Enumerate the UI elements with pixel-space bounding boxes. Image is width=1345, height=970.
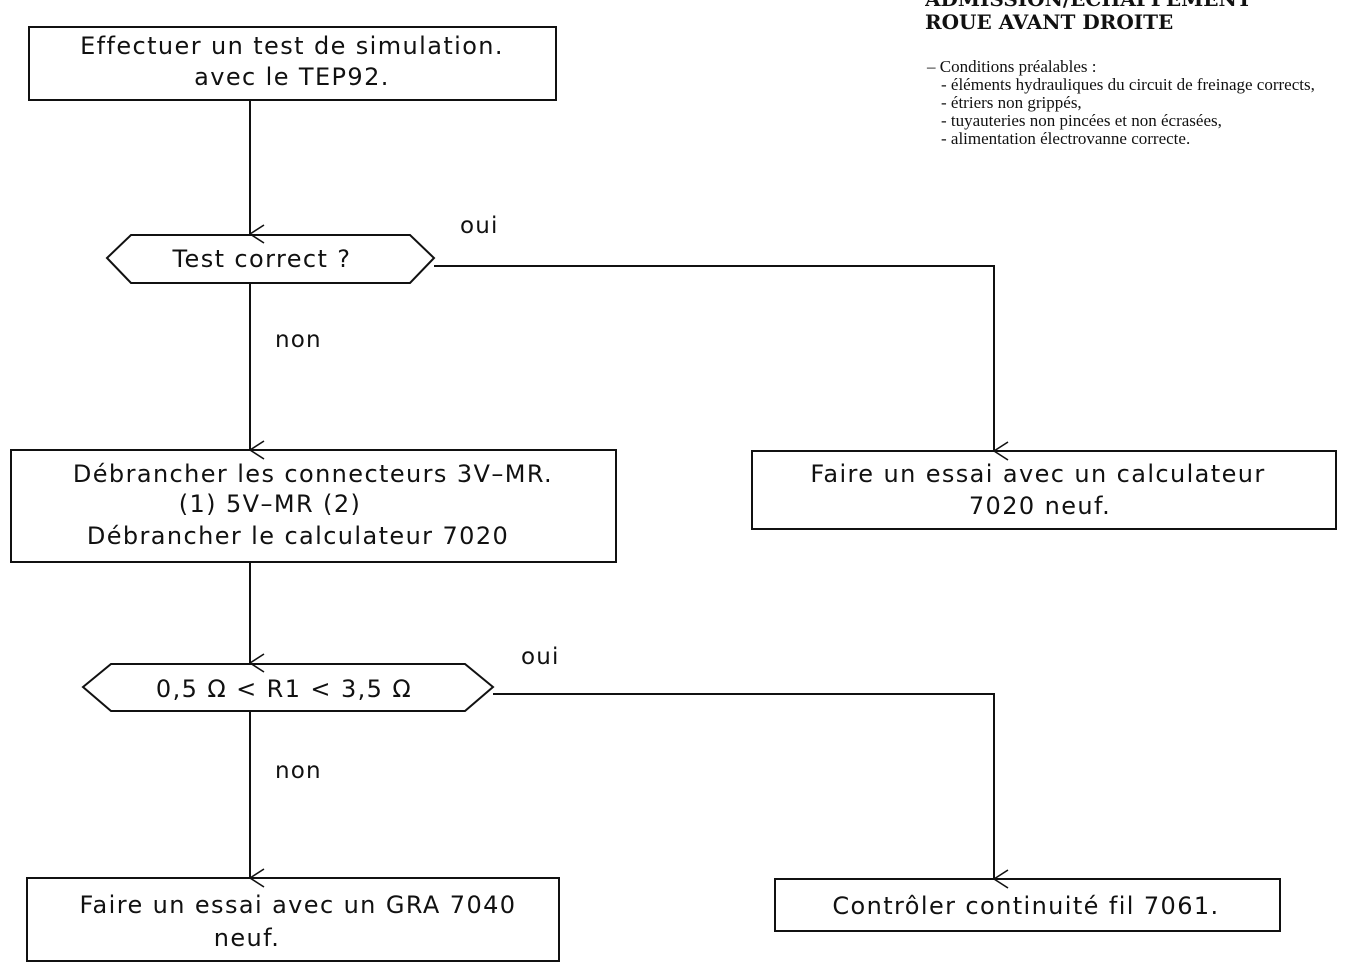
decision-1-text: Test correct ?	[172, 245, 352, 273]
decision-1-no-label: non	[275, 327, 322, 353]
decision-2-no-label: non	[275, 758, 322, 784]
new-gra-box-line1: Faire un essai avec un GRA 7040	[80, 891, 517, 919]
start-box-line2: avec le TEP92.	[194, 63, 390, 91]
new-ecu-box-line1: Faire un essai avec un calculateur	[810, 460, 1265, 488]
decision-2-yes-label: oui	[521, 644, 560, 670]
precondition-item: - éléments hydrauliques du circuit de fr…	[941, 75, 1315, 94]
precondition-item: - tuyauteries non pincées et non écrasée…	[941, 111, 1222, 130]
decision-1: Test correct ?	[105, 234, 436, 284]
decision-2-text: 0,5 Ω < R1 < 3,5 Ω	[156, 675, 412, 703]
new-gra-box-line2: neuf.	[214, 924, 281, 952]
continuity-box: Contrôler continuité fil 7061.	[774, 878, 1281, 932]
start-box-line1: Effectuer un test de simulation.	[80, 32, 504, 60]
precondition-item: - alimentation électrovanne correcte.	[941, 129, 1191, 148]
precondition-item: - étriers non grippés,	[941, 93, 1082, 112]
disconnect-box: Débrancher les connecteurs 3V–MR. (1) 5V…	[10, 449, 617, 563]
notes-title-clipped: ADMISSION/ECHAPPEMENT	[925, 0, 1345, 10]
notes-title: ROUE AVANT DROITE	[925, 10, 1174, 34]
new-gra-box: Faire un essai avec un GRA 7040 neuf.	[26, 877, 560, 962]
disconnect-box-line2: (1) 5V–MR (2)	[179, 490, 362, 518]
start-box: Effectuer un test de simulation. avec le…	[28, 26, 557, 101]
continuity-box-line1: Contrôler continuité fil 7061.	[832, 892, 1219, 920]
disconnect-box-line1: Débrancher les connecteurs 3V–MR.	[73, 460, 553, 488]
new-ecu-box: Faire un essai avec un calculateur 7020 …	[751, 450, 1337, 530]
connector-decision2-yes	[493, 693, 994, 879]
connector-decision1-yes	[434, 265, 994, 451]
decision-2: 0,5 Ω < R1 < 3,5 Ω	[81, 663, 495, 712]
preconditions-panel: ADMISSION/ECHAPPEMENT ROUE AVANT DROITE …	[925, 0, 1345, 148]
preconditions-list: - éléments hydrauliques du circuit de fr…	[925, 76, 1345, 148]
new-ecu-box-line2: 7020 neuf.	[969, 492, 1111, 520]
disconnect-box-line3: Débrancher le calculateur 7020	[87, 522, 509, 550]
decision-1-yes-label: oui	[460, 213, 499, 239]
notes-lead: – Conditions préalables :	[927, 57, 1097, 76]
